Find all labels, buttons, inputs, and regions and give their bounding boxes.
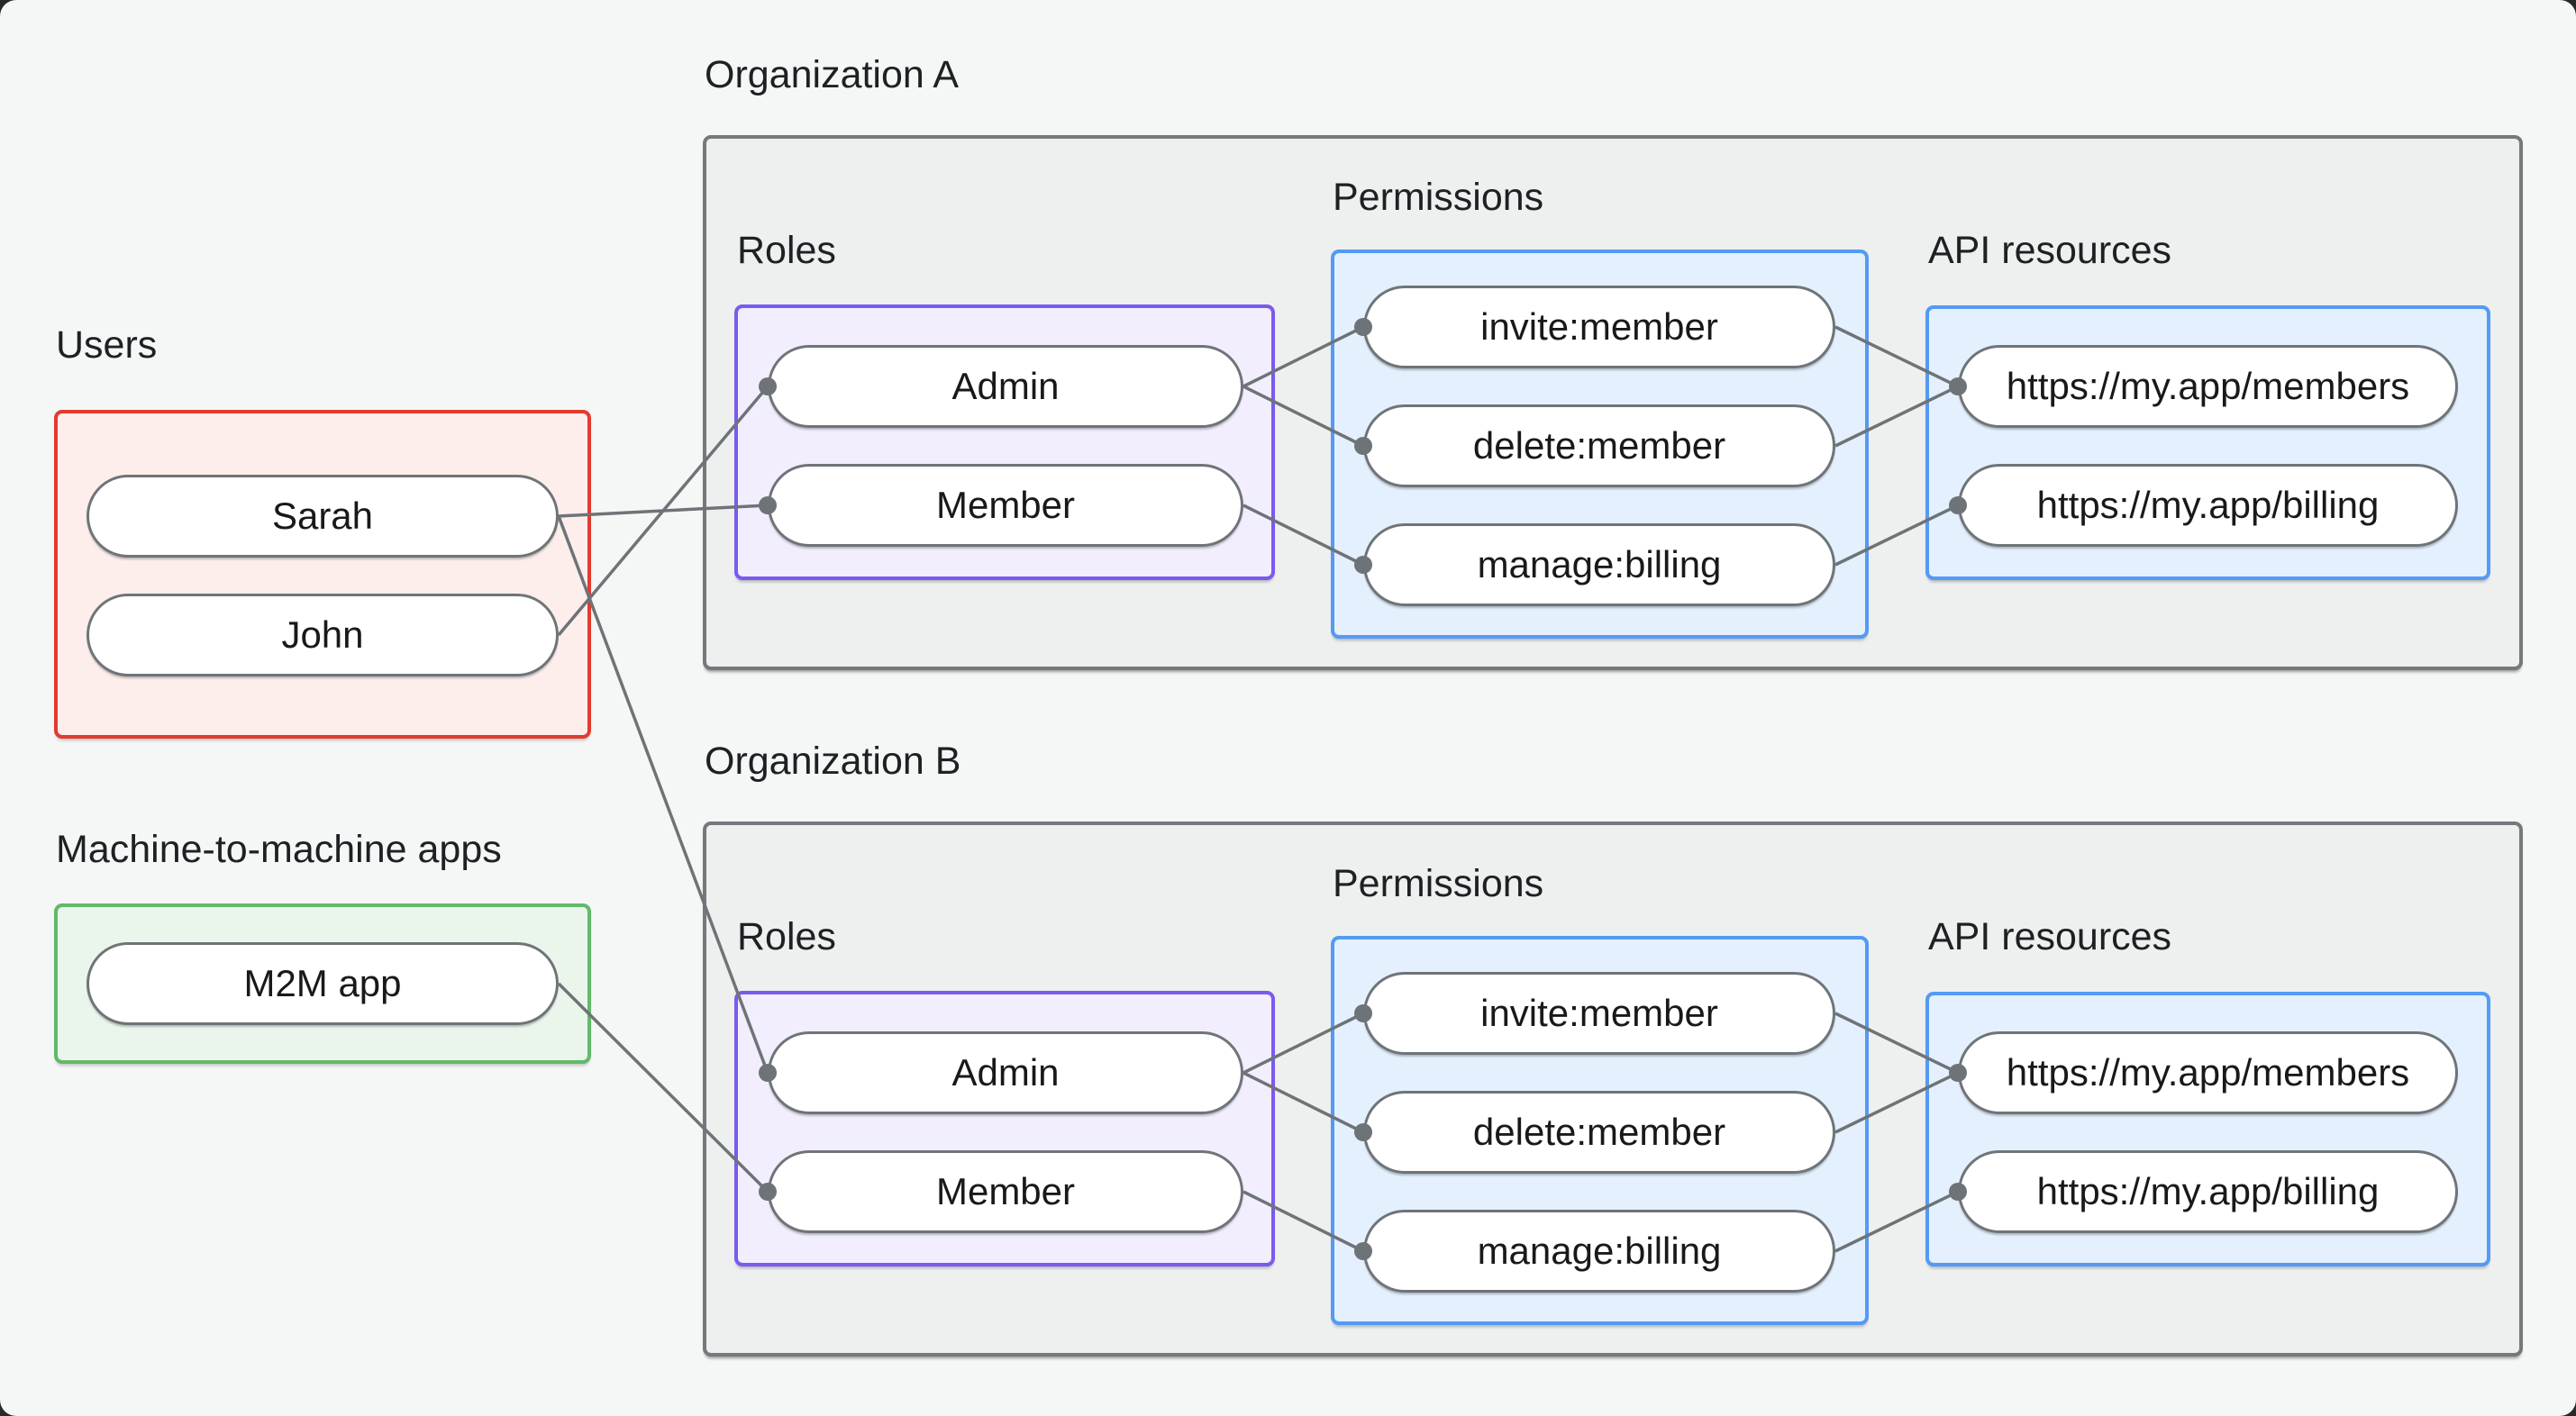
org-b-role-member-label: Member — [935, 1170, 1076, 1212]
org-b-role-member: Member — [768, 1150, 1243, 1233]
org-a-permissions-label: Permissions — [1333, 176, 1544, 219]
org-b-api-billing-label: https://my.app/billing — [2036, 1170, 2380, 1212]
m2m-app-node-label: M2M app — [243, 962, 402, 1004]
user-node-sarah: Sarah — [86, 475, 559, 558]
org-b-permission-invite-member-label: invite:member — [1480, 992, 1718, 1034]
org-b-title: Organization B — [705, 740, 961, 783]
org-b-api-members: https://my.app/members — [1958, 1031, 2458, 1114]
org-a-role-member: Member — [768, 464, 1243, 547]
org-b-permissions-label: Permissions — [1333, 862, 1544, 905]
org-b-api-members-label: https://my.app/members — [2006, 1051, 2410, 1094]
org-b-api-billing: https://my.app/billing — [1958, 1150, 2458, 1233]
org-b-permission-invite-member: invite:member — [1363, 972, 1835, 1055]
users-section-label: Users — [56, 323, 158, 367]
org-a-api-resources-label: API resources — [1928, 229, 2172, 272]
org-b-permission-manage-billing: manage:billing — [1363, 1210, 1835, 1293]
org-b-api-resources-label: API resources — [1928, 915, 2172, 958]
org-a-api-billing: https://my.app/billing — [1958, 464, 2458, 547]
m2m-section-label: Machine-to-machine apps — [56, 828, 502, 871]
users-group-box — [54, 410, 591, 739]
m2m-app-node: M2M app — [86, 942, 559, 1025]
org-b-permission-delete-member-label: delete:member — [1472, 1111, 1726, 1153]
org-a-title: Organization A — [705, 53, 960, 96]
org-a-api-billing-label: https://my.app/billing — [2036, 484, 2380, 526]
user-node-john: John — [86, 594, 559, 676]
org-b-role-admin-label: Admin — [951, 1051, 1060, 1094]
org-a-role-member-label: Member — [935, 484, 1076, 526]
org-a-role-admin-label: Admin — [951, 365, 1060, 407]
org-a-role-admin: Admin — [768, 345, 1243, 428]
org-a-permission-invite-member-label: invite:member — [1480, 305, 1718, 348]
org-a-permission-manage-billing: manage:billing — [1363, 523, 1835, 606]
org-a-permission-delete-member-label: delete:member — [1472, 424, 1726, 467]
org-a-permission-manage-billing-label: manage:billing — [1477, 543, 1722, 585]
org-b-roles-label: Roles — [737, 915, 836, 958]
org-b-role-admin: Admin — [768, 1031, 1243, 1114]
org-b-permission-delete-member: delete:member — [1363, 1091, 1835, 1174]
user-node-sarah-label: Sarah — [271, 495, 374, 537]
org-b-permission-manage-billing-label: manage:billing — [1477, 1230, 1722, 1272]
user-node-john-label: John — [281, 613, 364, 656]
org-a-permission-delete-member: delete:member — [1363, 404, 1835, 487]
org-a-permission-invite-member: invite:member — [1363, 286, 1835, 368]
org-a-roles-label: Roles — [737, 229, 836, 272]
org-a-api-members: https://my.app/members — [1958, 345, 2458, 428]
org-a-api-members-label: https://my.app/members — [2006, 365, 2410, 407]
